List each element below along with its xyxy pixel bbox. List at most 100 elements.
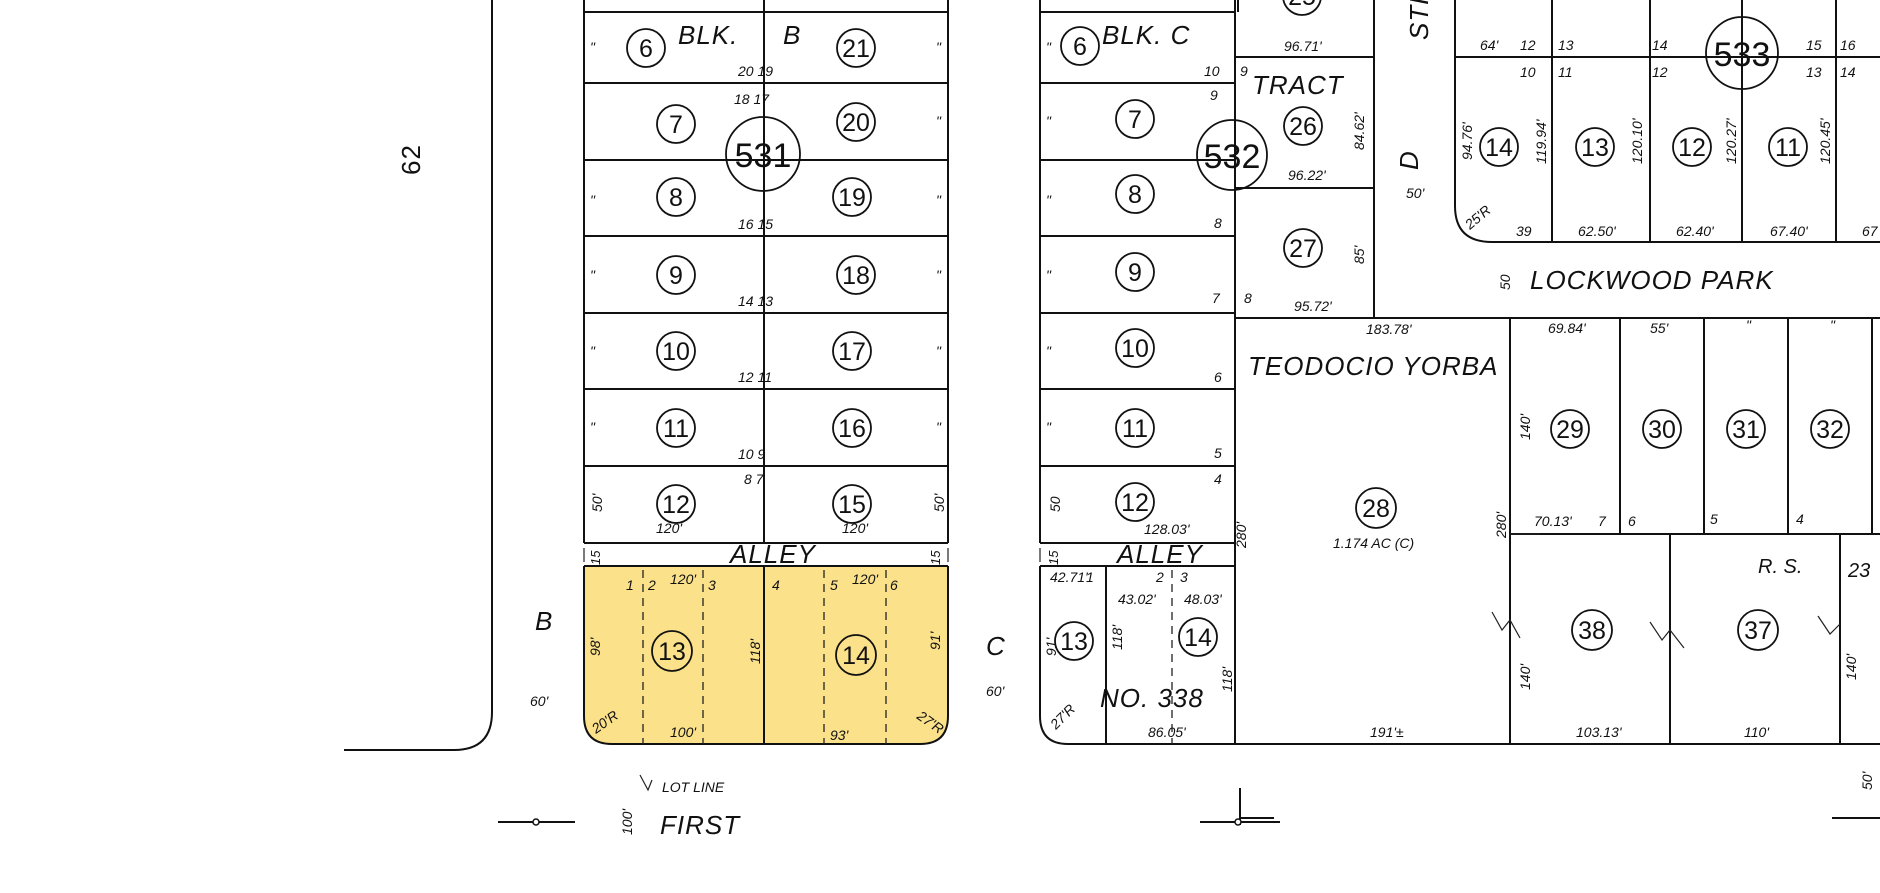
svg-text:1.174 AC (C): 1.174 AC (C) — [1333, 535, 1414, 551]
lot-8: 8 — [669, 184, 683, 212]
parcel-533: 533 — [1714, 36, 1771, 74]
svg-text:16: 16 — [1840, 37, 1856, 53]
tract-label: TRACT — [1252, 70, 1345, 100]
svg-text:84.62': 84.62' — [1351, 111, 1367, 150]
svg-text:50': 50' — [1406, 185, 1426, 201]
svg-text:7: 7 — [1212, 290, 1221, 306]
svg-text:43.02': 43.02' — [1118, 591, 1157, 607]
svg-text:98': 98' — [587, 636, 603, 656]
svg-text:": " — [590, 39, 596, 55]
svg-text:191'±: 191'± — [1370, 724, 1404, 740]
svg-text:50': 50' — [589, 492, 605, 512]
svg-text:": " — [1046, 343, 1052, 359]
svg-text:50': 50' — [931, 492, 947, 512]
lot-12: 12 — [662, 491, 690, 519]
svg-text:27'R: 27'R — [1046, 701, 1078, 733]
svg-text:62.50': 62.50' — [1578, 223, 1617, 239]
svg-text:": " — [1046, 192, 1052, 208]
svg-text:118': 118' — [747, 638, 763, 664]
svg-text:119.94': 119.94' — [1533, 118, 1549, 164]
svg-text:6: 6 — [1073, 33, 1087, 61]
svg-text:91': 91' — [927, 630, 943, 650]
svg-text:6: 6 — [1214, 369, 1222, 385]
svg-text:50: 50 — [1047, 496, 1063, 512]
alley-label-2: ALLEY — [1115, 539, 1204, 569]
svg-text:": " — [936, 113, 942, 129]
svg-text:15: 15 — [928, 550, 943, 565]
svg-text:140': 140' — [1517, 663, 1533, 690]
lot-6: 6 — [639, 35, 653, 63]
svg-text:38: 38 — [1578, 617, 1606, 645]
svg-text:5: 5 — [1214, 445, 1222, 461]
svg-text:11: 11 — [1775, 134, 1801, 162]
svg-text:67: 67 — [1862, 223, 1879, 239]
svg-text:": " — [590, 419, 596, 435]
svg-text:9: 9 — [1240, 63, 1248, 79]
svg-text:32: 32 — [1816, 416, 1844, 444]
svg-text:183.78': 183.78' — [1366, 321, 1413, 337]
svg-text:96.71': 96.71' — [1284, 38, 1323, 54]
svg-text:140': 140' — [1517, 413, 1533, 440]
svg-text:100': 100' — [619, 808, 635, 835]
svg-text:118': 118' — [1109, 624, 1125, 650]
svg-text:12: 12 — [1520, 37, 1536, 53]
tract-no-label: NO. 338 — [1100, 683, 1204, 713]
lot-18: 18 — [842, 262, 870, 290]
svg-text:": " — [590, 343, 596, 359]
lot-17: 17 — [838, 338, 866, 366]
svg-text:11: 11 — [1558, 64, 1573, 80]
svg-text:": " — [1046, 267, 1052, 283]
svg-text:9: 9 — [1128, 259, 1142, 287]
svg-text:2: 2 — [647, 577, 656, 593]
svg-text:10: 10 — [1204, 63, 1220, 79]
svg-text:120': 120' — [852, 571, 879, 587]
b-street-label: B — [535, 606, 553, 636]
svg-text:": " — [936, 419, 942, 435]
svg-text:": " — [1046, 419, 1052, 435]
svg-text:39: 39 — [1516, 223, 1532, 239]
lot-15: 15 — [838, 491, 866, 519]
svg-text:140': 140' — [1843, 653, 1859, 680]
blk-c-label: BLK. C — [1102, 20, 1190, 50]
svg-text:85': 85' — [1351, 244, 1367, 264]
svg-text:15: 15 — [1806, 37, 1822, 53]
svg-text:8 7: 8 7 — [744, 471, 765, 487]
svg-text:128.03': 128.03' — [1144, 521, 1191, 537]
svg-text:60': 60' — [986, 683, 1006, 699]
svg-text:100': 100' — [670, 724, 697, 740]
lot-21: 21 — [842, 35, 870, 63]
svg-text:": " — [936, 39, 942, 55]
svg-text:": " — [590, 192, 596, 208]
svg-text:64': 64' — [1480, 37, 1500, 53]
svg-text:55': 55' — [1650, 320, 1670, 336]
svg-text:62.40': 62.40' — [1676, 223, 1715, 239]
svg-text:10: 10 — [1121, 335, 1149, 363]
svg-text:27: 27 — [1289, 235, 1317, 263]
svg-text:7: 7 — [1128, 106, 1142, 134]
svg-text:8: 8 — [1244, 290, 1252, 306]
svg-text:": " — [936, 192, 942, 208]
svg-text:14 13: 14 13 — [738, 293, 773, 309]
svg-text:96.22': 96.22' — [1288, 167, 1327, 183]
blk-b-right-lots: 21 20 19 18 17 16 15 — [832, 28, 876, 524]
svg-text:30: 30 — [1648, 416, 1676, 444]
svg-text:B: B — [783, 20, 801, 50]
svg-text:": " — [1046, 39, 1052, 55]
svg-text:12 11: 12 11 — [738, 369, 772, 385]
svg-text:280': 280' — [1493, 511, 1509, 539]
svg-text:8: 8 — [1128, 181, 1142, 209]
svg-text:6: 6 — [890, 577, 898, 593]
highlighted-parcels[interactable] — [584, 566, 948, 744]
svg-text:": " — [1830, 317, 1836, 333]
lot-14-c: 14 — [1184, 624, 1212, 652]
svg-text:13: 13 — [1806, 64, 1822, 80]
svg-text:3: 3 — [708, 577, 716, 593]
d-street-label: D — [1394, 150, 1424, 170]
svg-text:9: 9 — [1210, 87, 1218, 103]
svg-text:91': 91' — [1043, 636, 1059, 656]
svg-text:29: 29 — [1556, 416, 1584, 444]
svg-text:": " — [590, 267, 596, 283]
svg-text:48.03': 48.03' — [1184, 591, 1223, 607]
lot-9: 9 — [669, 262, 683, 290]
svg-text:67.40': 67.40' — [1770, 223, 1809, 239]
